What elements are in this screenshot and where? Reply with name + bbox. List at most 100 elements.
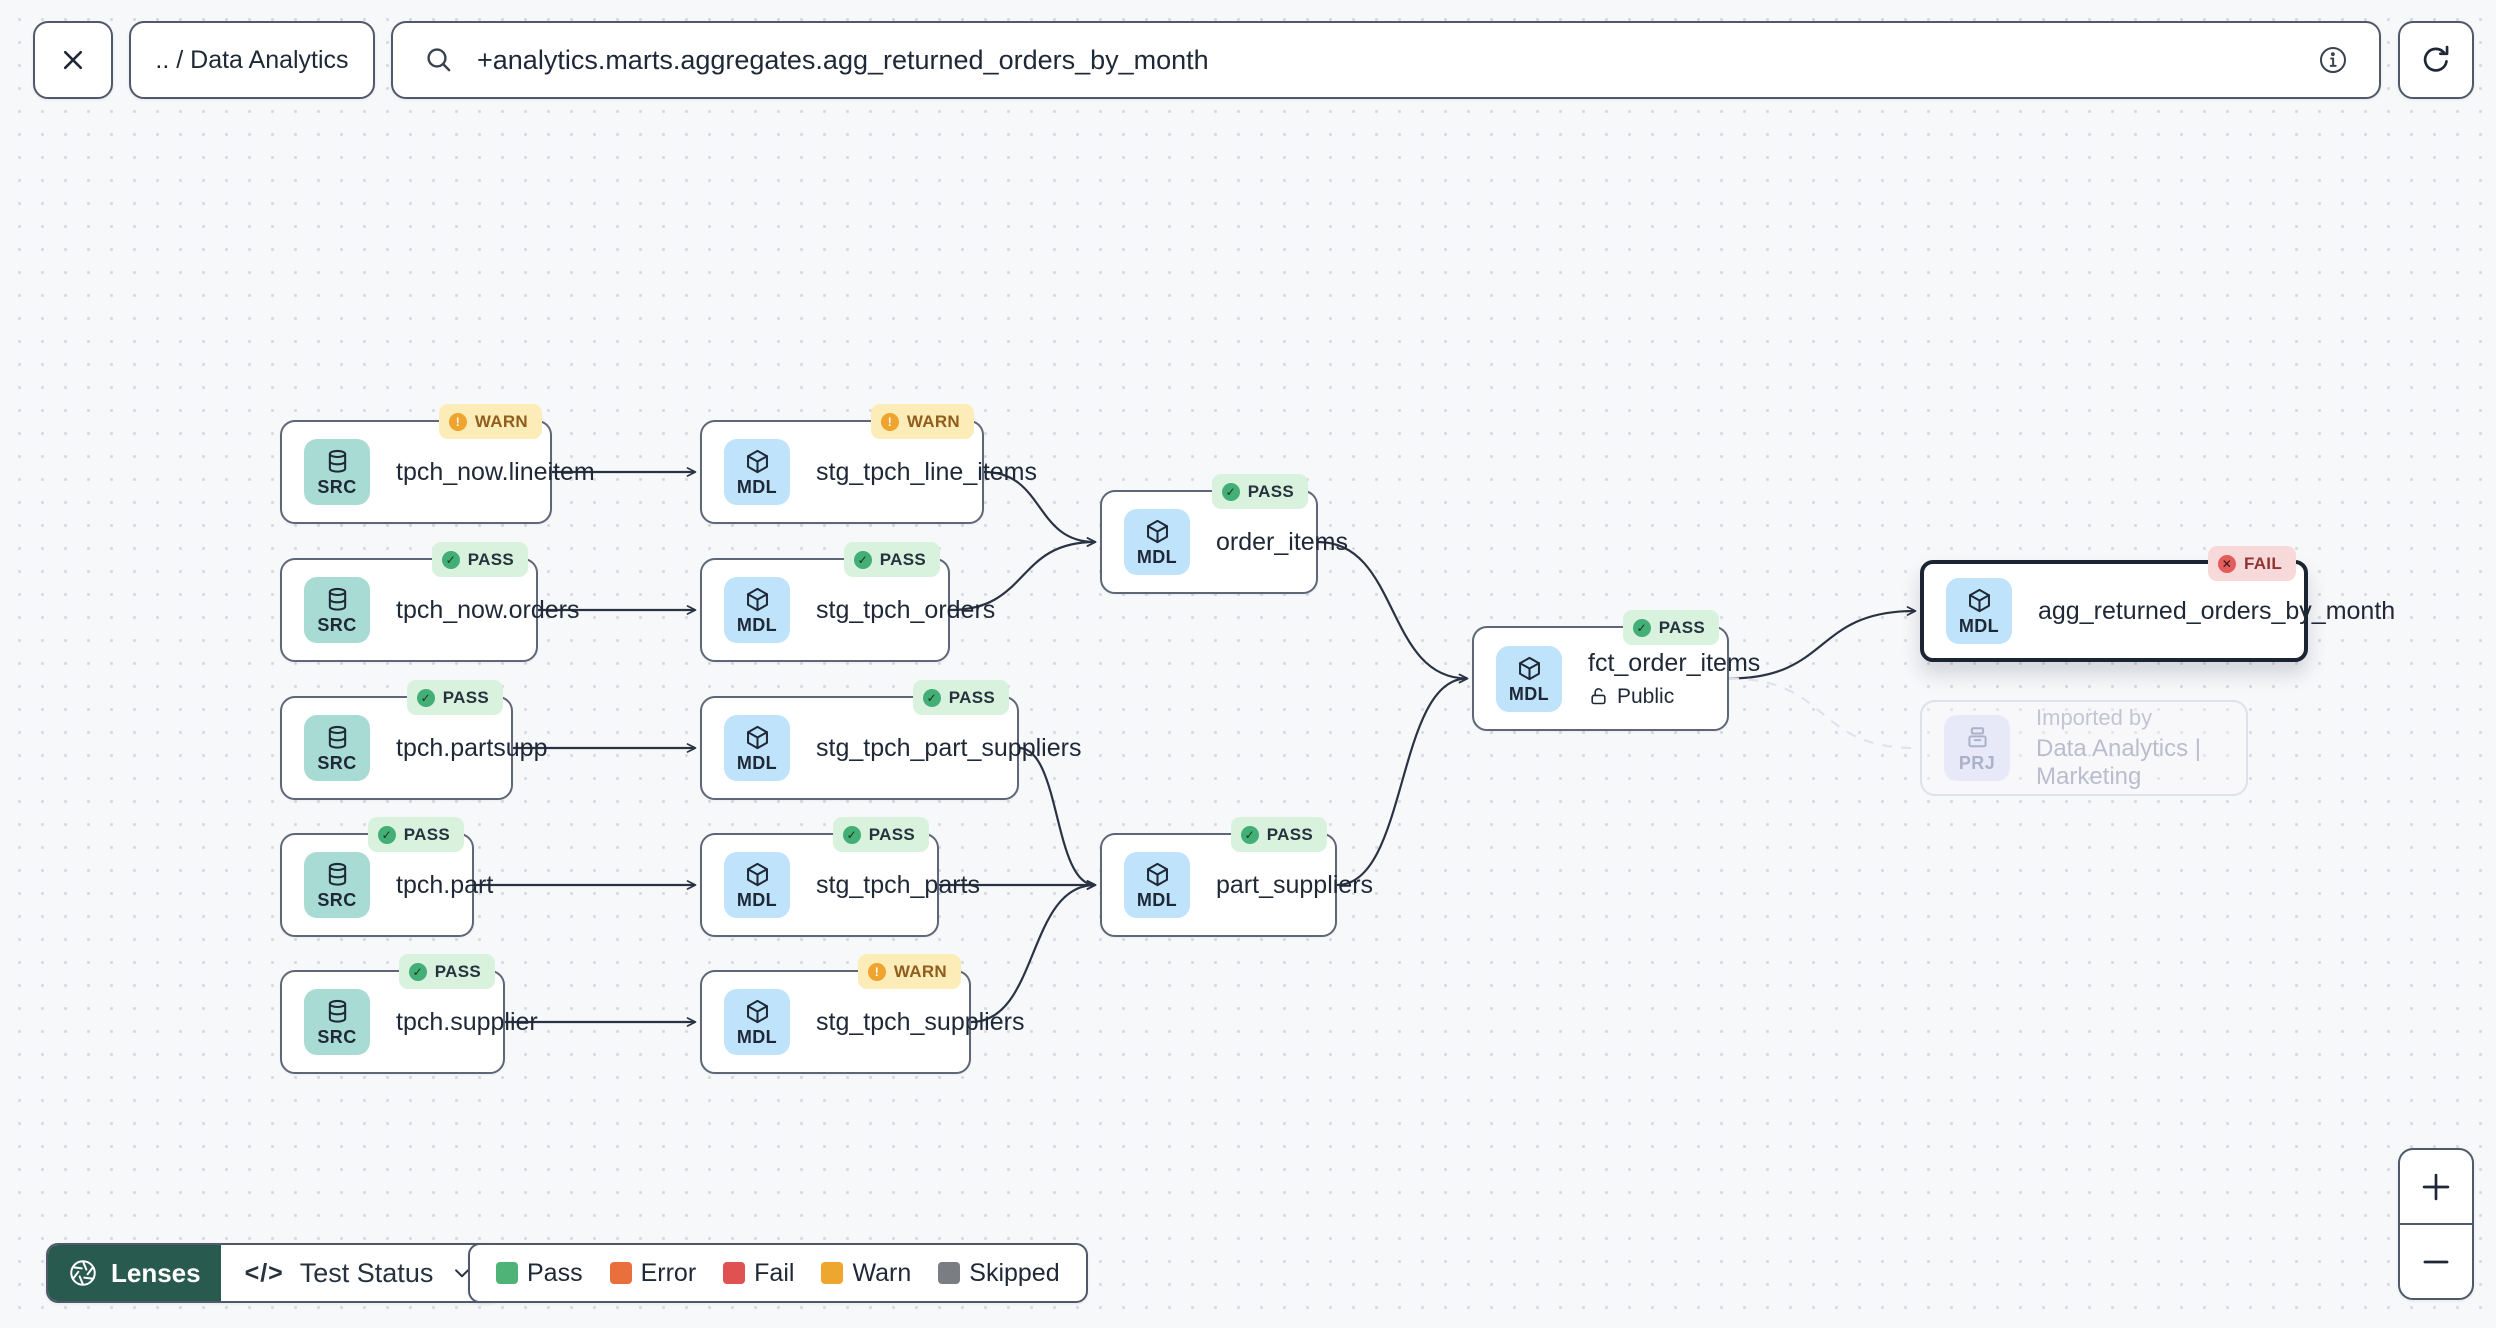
legend-item: Pass [496,1259,583,1288]
close-button[interactable] [33,21,113,99]
zoom-out-button[interactable] [2400,1223,2472,1298]
lineage-edge [949,537,1097,612]
status-badge: ✓PASS [398,954,495,989]
legend-item: Error [609,1258,697,1288]
legend-swatch [609,1262,632,1284]
status-badge-label: PASS [948,687,995,707]
node-type-tag: SRC [317,615,357,635]
lineage-edge [1728,606,1917,680]
plus-icon [2417,1168,2455,1206]
status-badge-label: PASS [879,549,926,569]
legend-swatch [496,1262,518,1284]
status-dot-icon: ✕ [2217,554,2236,573]
status-dot-icon: ! [880,412,899,431]
refresh-icon [2419,43,2453,77]
lineage-search-bar[interactable] [391,21,2381,99]
status-badge-label: PASS [403,824,450,844]
cube-icon: MDL [1496,645,1562,712]
status-badge: ✓PASS [1230,817,1327,852]
legend-label: Pass [527,1258,583,1287]
node-title: tpch.part [396,870,494,899]
lineage-edge [1728,677,1916,750]
legend-label: Error [640,1258,697,1287]
status-badge-label: PASS [467,549,514,569]
lenses-control: Lenses </> Test Status [46,1243,502,1303]
status-dot-icon: ✓ [853,550,872,569]
node-title: part_suppliers [1216,870,1374,899]
legend-label: Skipped [969,1258,1060,1287]
legend-item: Warn [821,1259,911,1288]
breadcrumb-label: .. / Data Analytics [155,45,349,74]
node-title: stg_tpch_parts [816,870,980,899]
lineage-edge [1018,746,1097,890]
status-badge: ✕ FAIL [2207,546,2296,581]
archive-icon: PRJ [1944,715,2010,781]
zoom-in-button[interactable] [2400,1150,2472,1223]
zoom-controls [2398,1148,2474,1300]
status-dot-icon: ✓ [1221,482,1240,501]
status-dot-icon: ! [448,412,467,431]
node-type-tag: SRC [317,477,357,497]
info-icon[interactable] [2317,44,2349,76]
node-title: fct_order_items [1588,648,1761,677]
status-dot-icon: ✓ [1240,825,1259,844]
cube-icon: MDL [724,577,790,643]
status-badge: ✓ PASS [367,817,464,852]
node-type-tag: MDL [1136,547,1178,567]
legend-item: Skipped [938,1258,1060,1288]
status-badge: ✓PASS [912,680,1009,715]
graph-node-part_suppliers[interactable]: MDL part_suppliers ✓PASS [1100,817,1373,937]
breadcrumb[interactable]: .. / Data Analytics [129,21,375,99]
unlock-icon [1588,686,1609,707]
lens-selector[interactable]: </> Test Status [221,1245,500,1301]
status-dot-icon: ✓ [377,825,396,844]
node-type-tag: MDL [736,753,778,773]
cube-icon: MDL [1124,852,1190,918]
refresh-button[interactable] [2398,21,2474,99]
minus-icon [2417,1243,2455,1281]
node-type-tag: MDL [736,615,778,635]
node-subtitle-label: Data Analytics | Marketing [2036,735,2201,790]
status-badge: ✓PASS [832,817,929,852]
code-icon: </> [244,1258,284,1287]
cube-icon: MDL [724,852,790,918]
lens-selector-label: Test Status [299,1257,434,1288]
database-icon: SRC [304,989,370,1055]
search-input[interactable] [475,43,2297,77]
node-title: agg_returned_orders_by_month [2038,596,2396,625]
magnifier-icon [423,44,455,76]
cube-icon: MDL [724,715,790,781]
status-badge: ✓ PASS [843,542,940,577]
node-type-tag: MDL [1958,616,2000,636]
chevron-down-icon [449,1260,475,1286]
status-badge-label: FAIL [2243,553,2282,573]
node-title: order_items [1216,527,1348,556]
graph-node-tpch.part[interactable]: SRC tpch.part ✓ PASS [280,817,493,937]
node-type-tag: MDL [1136,890,1178,910]
node-type-tag: PRJ [1958,753,1996,773]
database-icon: SRC [304,439,370,505]
node-type-tag: MDL [736,890,778,910]
status-dot-icon: ✓ [441,550,460,569]
legend-swatch [938,1262,961,1284]
node-type-tag: SRC [317,890,357,910]
database-icon: SRC [304,852,370,918]
graph-node-stg_tpch_parts[interactable]: MDL stg_tpch_parts ✓PASS [700,817,980,937]
graph-node-agg_returned_orders_by_month[interactable]: MDL agg_returned_orders_by_month ✕ FAIL [1920,546,2395,662]
lenses-label: Lenses [111,1257,201,1288]
cube-icon: MDL [724,989,790,1055]
lenses-button[interactable]: Lenses [48,1245,221,1301]
